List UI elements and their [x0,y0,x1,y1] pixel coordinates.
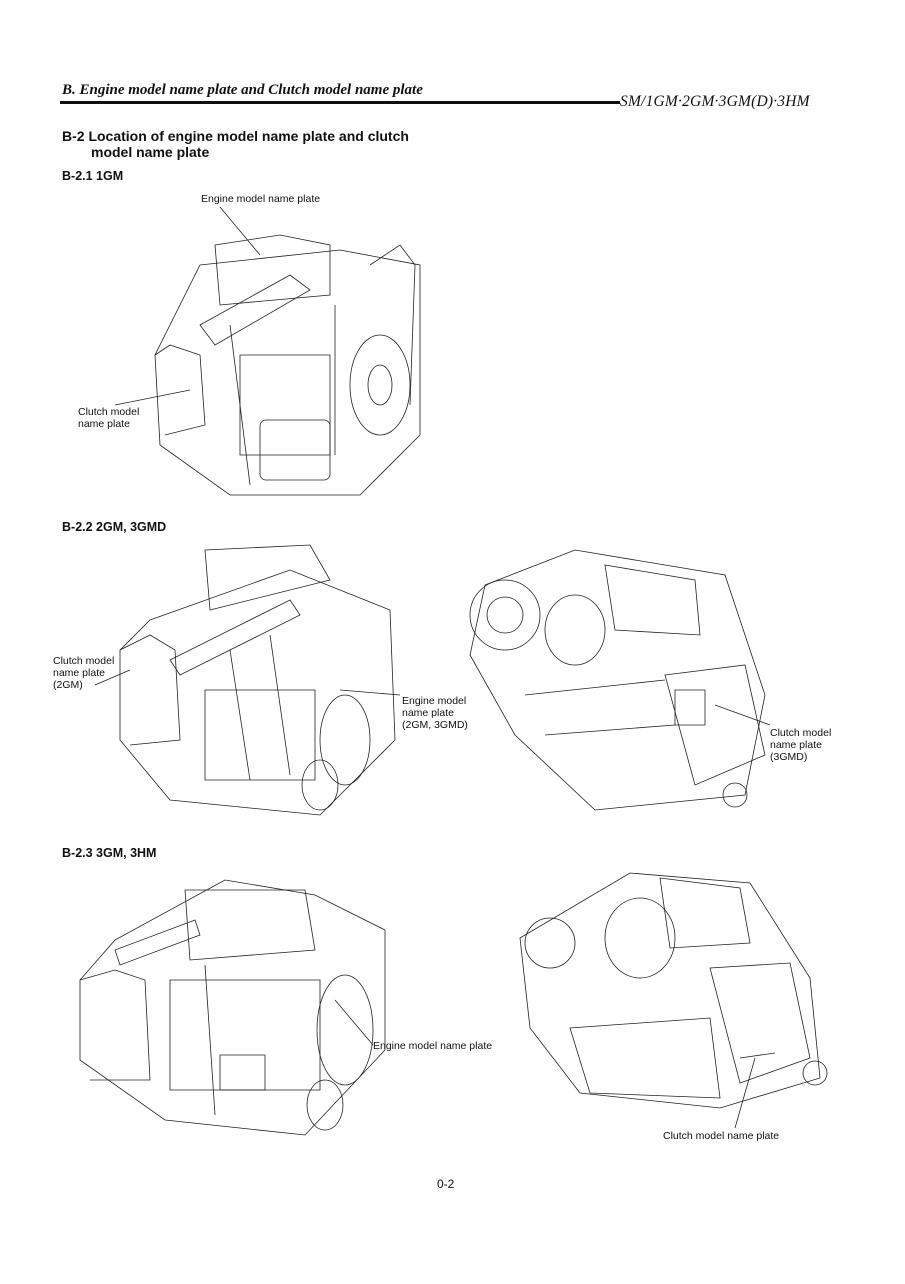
header-rule [60,101,620,104]
section-header-title: B. Engine model name plate and Clutch mo… [62,82,423,98]
engine-illustration-3gmd [465,545,775,815]
engine-plate-label-2gm: Engine model name plate (2GM, 3GMD) [402,695,468,731]
clutch-plate-label-2gm: Clutch model name plate (2GM) [53,655,115,691]
engine-illustration-2gm [110,540,400,820]
clutch-plate-label-3gmd: Clutch model name plate (3GMD) [770,727,832,763]
subsection-heading-3gm: B-2.3 3GM, 3HM [62,846,157,860]
header-model-list: SM/1GM·2GM·3GM(D)·3HM [620,93,810,110]
engine-illustration-3hm [510,868,830,1128]
engine-plate-label-3gm: Engine model name plate [373,1040,493,1052]
page-number: 0-2 [437,1177,455,1191]
engine-illustration-1gm [140,205,440,505]
subsection-heading-1gm: B-2.1 1GM [62,169,124,183]
clutch-plate-label-1gm: Clutch model name plate [78,406,140,430]
section-heading-line2: model name plate [91,144,210,160]
engine-illustration-3gm [75,870,395,1140]
section-heading-line1: B-2 Location of engine model name plate … [62,128,409,144]
engine-plate-label-1gm: Engine model name plate [201,193,321,205]
subsection-heading-2gm: B-2.2 2GM, 3GMD [62,520,167,534]
section-heading: B-2 Location of engine model name plate … [62,128,482,160]
clutch-plate-label-3hm: Clutch model name plate [663,1130,780,1142]
